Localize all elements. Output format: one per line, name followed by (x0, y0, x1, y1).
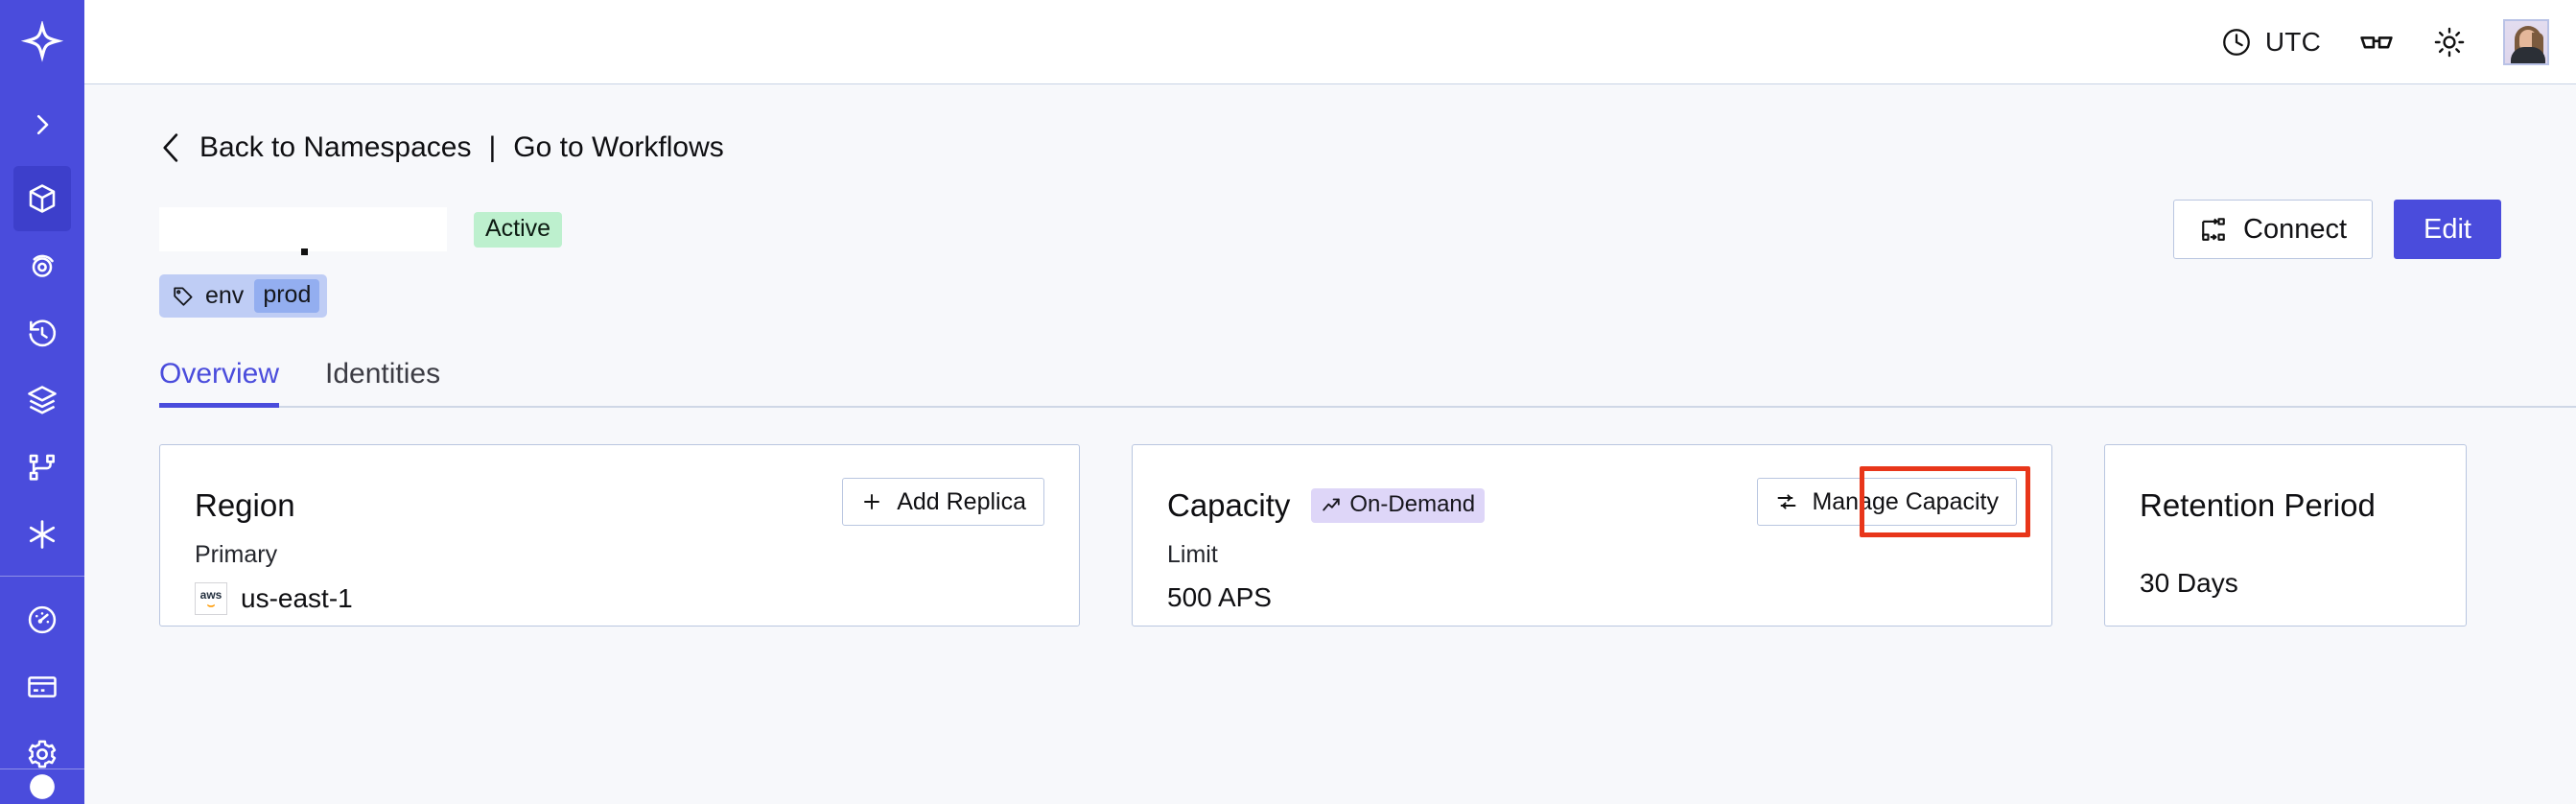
tag-key: env (205, 282, 245, 309)
asterisk-icon (24, 516, 60, 553)
user-avatar[interactable] (2503, 18, 2549, 65)
glasses-icon[interactable] (2357, 23, 2396, 61)
add-replica-button[interactable]: Add Replica (842, 478, 1044, 526)
retention-card-title: Retention Period (2140, 487, 2376, 523)
region-card-header: Region (195, 480, 1044, 532)
temporal-star-logo-icon[interactable] (0, 0, 84, 84)
timezone-label: UTC (2264, 26, 2321, 57)
left-sidebar (0, 0, 84, 804)
capacity-card: Capacity On-Demand (1132, 444, 2052, 627)
sidebar-expand-button[interactable] (0, 84, 84, 165)
manage-capacity-label: Manage Capacity (1812, 487, 1999, 515)
breadcrumb-back-link[interactable]: Back to Namespaces (199, 131, 472, 163)
breadcrumb: Back to Namespaces | Go to Workflows (159, 127, 2576, 169)
sidebar-item-help[interactable] (0, 769, 84, 804)
on-demand-badge-label: On-Demand (1349, 491, 1476, 517)
add-replica-label: Add Replica (897, 487, 1026, 515)
plus-icon (860, 490, 883, 513)
sidebar-item-layers[interactable] (13, 367, 71, 433)
sidebar-bottom-section (0, 755, 84, 804)
page-content: Back to Namespaces | Go to Workflows Act… (84, 84, 2576, 804)
sidebar-primary-group (0, 165, 84, 568)
tab-bar: Overview Identities (159, 358, 2576, 408)
top-header-bar: UTC (84, 0, 2576, 84)
capacity-value: 500 APS (1167, 582, 1272, 612)
connect-button[interactable]: Connect (2173, 200, 2374, 259)
capacity-card-header: Capacity On-Demand (1167, 480, 2017, 532)
connect-icon (2199, 215, 2228, 244)
sliders-icon (1775, 490, 1798, 513)
sidebar-item-billing[interactable] (13, 654, 71, 720)
edit-button[interactable]: Edit (2394, 200, 2501, 259)
edit-button-label: Edit (2424, 213, 2471, 245)
retention-card-header: Retention Period (2140, 480, 2431, 532)
tag-value: prod (254, 279, 320, 313)
sun-icon[interactable] (2432, 25, 2467, 59)
region-value-row: aws ⌣ us-east-1 (195, 582, 1044, 615)
region-card: Region Add Replica Primary aws (159, 444, 1080, 627)
sidebar-item-usage[interactable] (13, 587, 71, 652)
chevron-left-icon[interactable] (159, 131, 184, 164)
clock-rewind-icon (25, 316, 59, 350)
capacity-card-title: Capacity (1167, 487, 1291, 523)
timezone-selector[interactable]: UTC (2220, 26, 2321, 59)
sidebar-divider (0, 576, 84, 577)
page-title (159, 207, 447, 255)
breadcrumb-workflows-link[interactable]: Go to Workflows (513, 131, 724, 163)
tag-env[interactable]: env prod (159, 274, 328, 318)
namespace-tags: env prod (159, 274, 2576, 318)
radar-eye-icon (25, 248, 59, 283)
sidebar-item-settings[interactable] (13, 721, 71, 787)
sidebar-secondary-group (0, 586, 84, 788)
avatar-body (2511, 46, 2545, 63)
aws-logo-icon: aws ⌣ (195, 582, 227, 615)
gear-icon (25, 737, 59, 771)
status-badge: Active (474, 211, 563, 248)
retention-value: 30 Days (2140, 568, 2238, 598)
credit-card-icon (25, 670, 59, 704)
sidebar-item-nexus[interactable] (13, 502, 71, 567)
aws-smile: ⌣ (206, 598, 216, 612)
gauge-icon (25, 603, 59, 637)
layers-icon (25, 383, 59, 417)
breadcrumb-separator: | (488, 131, 497, 163)
trend-up-icon (1321, 494, 1342, 515)
region-sub-label: Primary (195, 541, 278, 568)
tab-overview[interactable]: Overview (159, 358, 280, 408)
region-card-title: Region (195, 487, 295, 523)
sidebar-item-observability[interactable] (13, 233, 71, 298)
main-pane: UTC (84, 0, 2576, 804)
namespace-title-row: Active Connect (159, 200, 2576, 259)
overview-cards: Region Add Replica Primary aws (159, 444, 2576, 627)
tag-icon (172, 285, 195, 308)
clock-icon (2220, 26, 2253, 59)
sidebar-item-namespaces[interactable] (13, 166, 71, 231)
sidebar-item-workflows[interactable] (13, 435, 71, 500)
aws-logo-text: aws (199, 588, 222, 602)
sidebar-item-history[interactable] (13, 300, 71, 366)
retention-card: Retention Period 30 Days (2104, 444, 2467, 627)
capacity-sub-label: Limit (1167, 541, 1218, 568)
connect-button-label: Connect (2243, 213, 2348, 245)
tab-identities[interactable]: Identities (325, 358, 441, 390)
region-value: us-east-1 (241, 583, 353, 613)
manage-capacity-button[interactable]: Manage Capacity (1757, 478, 2017, 526)
git-branch-icon (25, 450, 59, 485)
cube-icon (25, 181, 59, 216)
on-demand-badge: On-Demand (1311, 488, 1486, 523)
